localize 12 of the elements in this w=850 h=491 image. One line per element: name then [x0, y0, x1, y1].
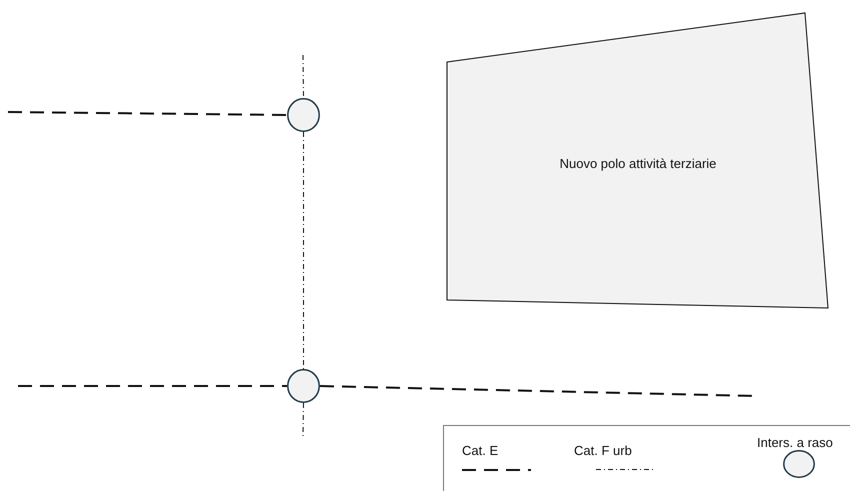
legend-label: Cat. F urb: [574, 443, 632, 458]
legend-label: Cat. E: [462, 443, 498, 458]
dash-dot-road-line: [302, 402, 304, 436]
area-label: Nuovo polo attività terziarie: [560, 156, 716, 170]
intersection-circle: [287, 98, 320, 132]
legend-label: Inters. a raso: [757, 435, 833, 450]
dash-dot-road-line: [302, 54, 304, 98]
dashed-road-line: [8, 111, 288, 116]
dashed-road-line: [18, 385, 287, 387]
area-polygon: [446, 12, 830, 310]
dash-dot-road-line: [303, 132, 304, 370]
intersection-circle: [287, 369, 320, 403]
